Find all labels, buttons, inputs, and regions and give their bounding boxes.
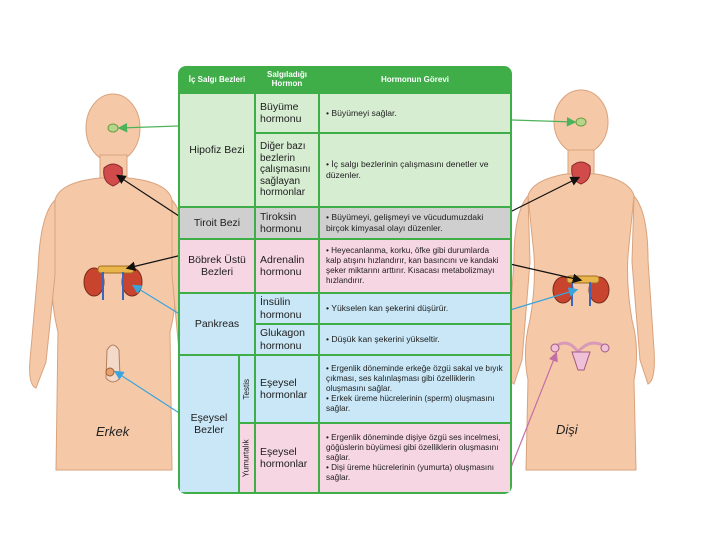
hormone-diger: Diğer bazı bezlerin çalışmasını sağlayan… [256, 134, 318, 206]
arrow-testis [113, 370, 191, 421]
female-label: Dişi [556, 422, 578, 437]
arrow-tiroit-male [115, 174, 183, 219]
header-gland: İç Salgı Bezleri [188, 74, 246, 84]
gland-eseysel: Eşeysel Bezler [180, 356, 238, 492]
header-hormone: Salgıladığı Hormon [266, 70, 307, 88]
female-organs [550, 117, 610, 371]
male-label: Erkek [96, 424, 130, 439]
arrow-tiroit-female [509, 176, 581, 213]
arrow-pankreas-female [509, 287, 579, 311]
gland-bobrek-ustu: Böbrek Üstü Bezleri [180, 240, 254, 292]
duty-tiroksin: • Büyümeyi, gelişmeyi ve vücudumuzdaki b… [320, 208, 510, 238]
duty-eseysel-erkek: • Ergenlik döneminde erkeğe özgü sakal v… [320, 356, 510, 422]
sub-testis: Testis [240, 356, 254, 422]
hormone-eseysel-disi: Eşeysel hormonlar [256, 424, 318, 492]
male-body [29, 93, 197, 471]
arrow-pankreas-male [131, 284, 187, 319]
header-duty: Hormonun Görevi [380, 74, 449, 84]
duty-diger: • İç salgı bezlerinin çalışmasını denetl… [320, 134, 510, 206]
hormone-insulin: İnsülin hormonu [256, 294, 318, 323]
duty-adrenalin: • Heyecanlanma, korku, öfke gibi durumla… [320, 240, 510, 292]
arrow-adrenal-male [125, 253, 187, 271]
duty-glukagon: • Düşük kan şekerini yükseltir. [320, 325, 510, 354]
arrow-ovary [509, 351, 558, 471]
gland-tiroit: Tiroit Bezi [180, 208, 254, 238]
arrow-adrenal-female [509, 263, 583, 284]
hormone-glukagon: Glukagon hormonu [256, 325, 318, 354]
gland-hipofiz: Hipofiz Bezi [180, 94, 254, 206]
sub-yumurtalik: Yumurtalık [240, 424, 254, 492]
female-body [507, 89, 655, 471]
duty-buyume: • Büyümeyi sağlar. [320, 94, 510, 132]
hormone-table: İç Salgı Bezleri Salgıladığı Hormon Horm… [178, 66, 512, 494]
gland-pankreas: Pankreas [180, 294, 254, 354]
duty-insulin: • Yükselen kan şekerini düşürür. [320, 294, 510, 323]
hormone-eseysel-erkek: Eşeysel hormonlar [256, 356, 318, 422]
hormone-adrenalin: Adrenalin hormonu [256, 240, 318, 292]
duty-eseysel-disi: • Ergenlik döneminde dişiye özgü ses inc… [320, 424, 510, 492]
hormone-buyume: Büyüme hormonu [256, 94, 318, 132]
arrow-hipofiz-male [117, 122, 179, 133]
hormone-tiroksin: Tiroksin hormonu [256, 208, 318, 238]
arrow-hipofiz-female [511, 116, 577, 127]
